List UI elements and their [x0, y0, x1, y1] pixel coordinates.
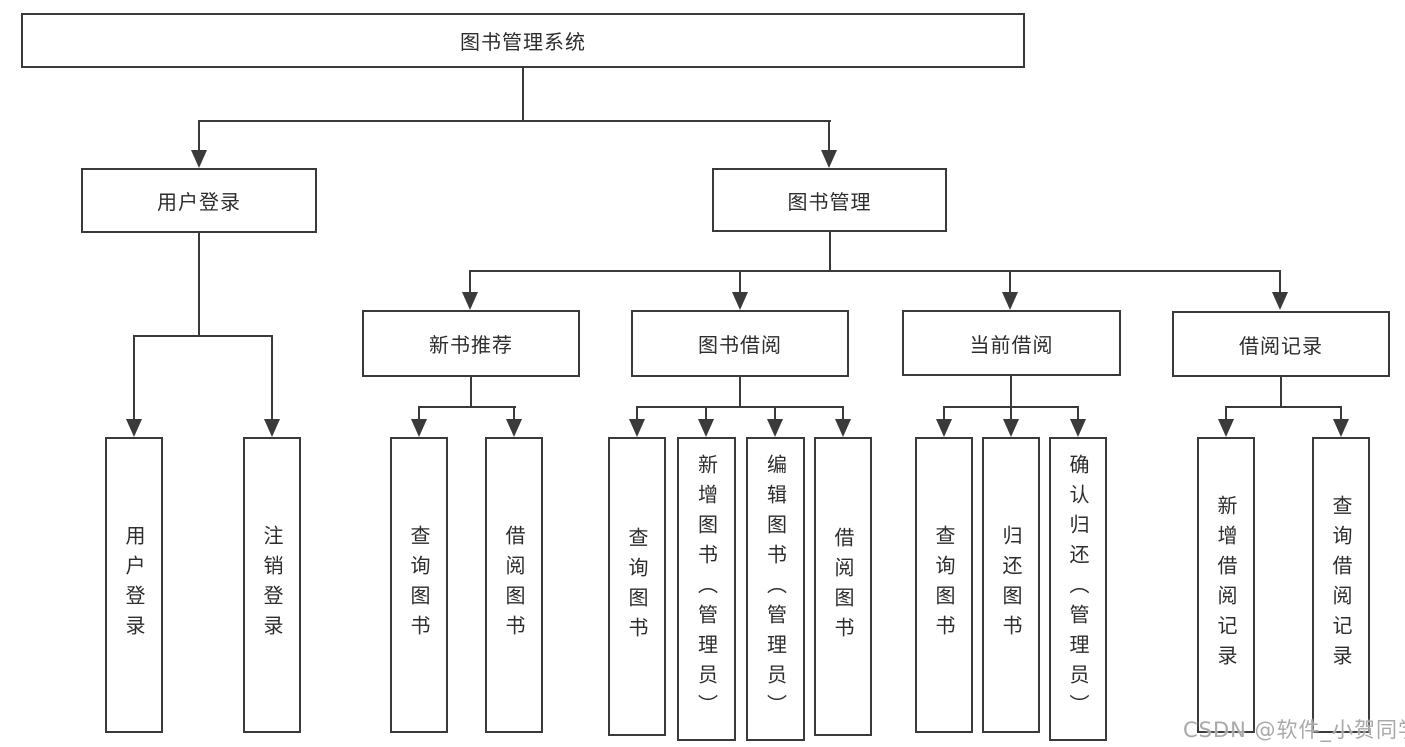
arrow-down-icon [732, 292, 748, 310]
connector-book-borrow-rail [636, 406, 844, 408]
leaf-query-borrow-record: 查询借阅记录 [1312, 437, 1370, 733]
node-book-borrow: 图书借阅 [631, 310, 849, 377]
connector-book-borrow-drop [739, 377, 741, 406]
arrow-down-icon [264, 419, 280, 437]
connector-tail-leaf [774, 406, 776, 419]
node-root: 图书管理系统 [21, 13, 1025, 68]
node-current-borrow: 当前借阅 [902, 310, 1121, 376]
arrow-down-icon [698, 419, 714, 437]
arrow-down-icon [506, 419, 522, 437]
arrow-down-icon [126, 419, 142, 437]
leaf-edit-book-admin: 编辑图书（管理员） [746, 437, 805, 741]
connector-tail-leaf [133, 335, 135, 419]
connector-tail-leaf [943, 406, 945, 419]
leaf-add-borrow-record: 新增借阅记录 [1197, 437, 1255, 733]
node-new-book-recommend: 新书推荐 [362, 310, 580, 377]
arrow-down-icon [1333, 419, 1349, 437]
arrow-down-icon [936, 419, 952, 437]
arrow-down-icon [191, 150, 207, 168]
leaf-add-book-admin: 新增图书（管理员） [677, 437, 736, 741]
connector-new-book-rail [418, 406, 516, 408]
connector-tail-leaf [636, 406, 638, 419]
connector-tail-leaf [705, 406, 707, 419]
connector-tail-leaf [418, 406, 420, 419]
connector-tail-leaf [1077, 406, 1079, 419]
arrow-down-icon [821, 150, 837, 168]
arrow-down-icon [1272, 292, 1288, 310]
leaf-borrow-books: 借阅图书 [814, 437, 872, 736]
connector-tail-leaf [1340, 406, 1342, 419]
arrow-down-icon [462, 292, 478, 310]
connector-tail-leaf [513, 406, 515, 419]
node-user-login: 用户登录 [81, 168, 317, 233]
arrow-down-icon [629, 419, 645, 437]
connector-tail-leaf [1010, 406, 1012, 419]
connector-tail-leaf [271, 335, 273, 419]
connector-user-login-rail [133, 335, 273, 337]
connector-user-login-drop [198, 233, 200, 335]
leaf-confirm-return-admin: 确认归还（管理员） [1049, 437, 1107, 741]
connector-new-book-drop [470, 377, 472, 406]
arrow-down-icon [1070, 419, 1086, 437]
connector-book-management-drop [829, 232, 831, 270]
connector-borrow-record-rail [1225, 406, 1342, 408]
connector-root-drop [522, 68, 524, 120]
node-book-management: 图书管理 [712, 168, 947, 232]
connector-tail-level2 [1279, 270, 1281, 292]
node-borrow-record: 借阅记录 [1172, 311, 1390, 377]
watermark: CSDN @软件_小贺同学 [1183, 718, 1405, 742]
arrow-down-icon [1002, 292, 1018, 310]
arrow-down-icon [1003, 419, 1019, 437]
connector-tail-leaf [842, 406, 844, 419]
connector-tail-level2 [469, 270, 471, 292]
connector-level2-rail [469, 270, 1281, 272]
leaf-logout: 注销登录 [243, 437, 301, 733]
connector-tail-user-login [198, 120, 200, 150]
connector-tail-level2 [1009, 270, 1011, 292]
connector-borrow-record-drop [1280, 377, 1282, 406]
arrow-down-icon [835, 419, 851, 437]
connector-tail-level2 [739, 270, 741, 292]
connector-level1-rail [198, 120, 831, 122]
arrow-down-icon [767, 419, 783, 437]
leaf-query-books-current: 查询图书 [915, 437, 973, 733]
arrow-down-icon [1218, 419, 1234, 437]
arrow-down-icon [411, 419, 427, 437]
leaf-user-login: 用户登录 [105, 437, 163, 733]
connector-current-borrow-drop [1010, 376, 1012, 406]
connector-tail-leaf [1225, 406, 1227, 419]
leaf-return-book: 归还图书 [982, 437, 1040, 733]
leaf-query-books-recommend: 查询图书 [390, 437, 448, 733]
leaf-query-books-borrow: 查询图书 [608, 437, 666, 736]
leaf-borrow-books-recommend: 借阅图书 [485, 437, 543, 733]
connector-tail-book-management [828, 120, 830, 150]
